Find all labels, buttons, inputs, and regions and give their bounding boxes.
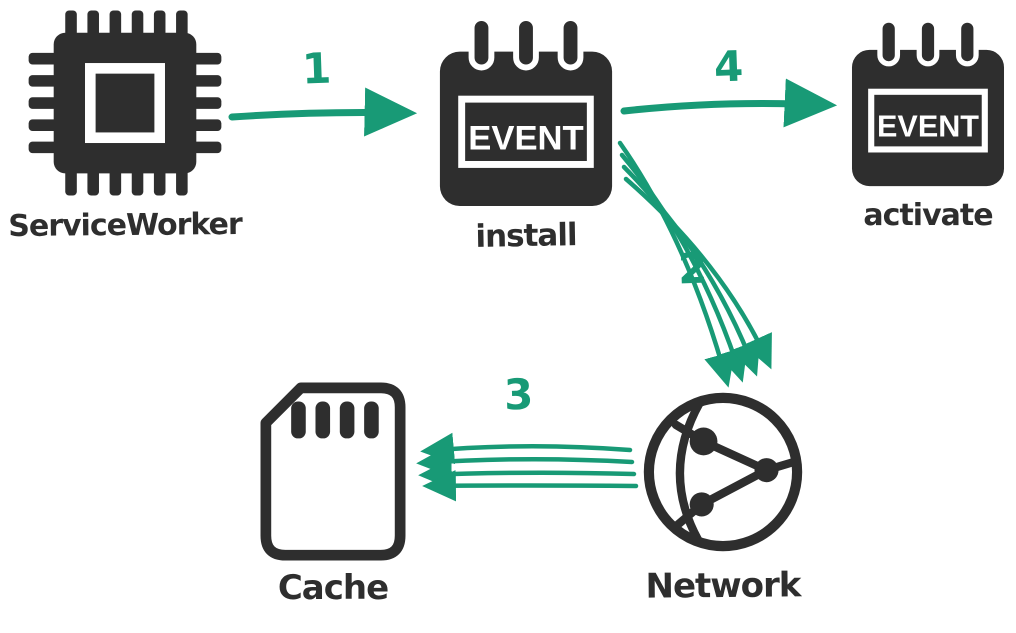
node-network: Network [632,384,814,607]
cpu-chip-icon [28,10,222,196]
node-cache: Cache [258,382,408,608]
node-install: EVENT install [428,14,624,255]
edge-label-1: 1 [301,43,333,94]
node-label-cache: Cache [277,568,389,608]
node-label-service-worker: ServiceWorker [8,206,242,245]
calendar-event-icon: EVENT [439,15,613,207]
node-label-install: install [475,217,577,255]
event-text: EVENT [877,109,979,143]
event-text: EVENT [468,120,583,158]
node-service-worker: ServiceWorker [8,6,242,245]
globe-network-icon [643,392,803,552]
edge-label-4: 4 [713,41,745,92]
edge-label-2: 2 [677,243,709,294]
calendar-event-icon: EVENT [851,17,1005,187]
edge-label-3: 3 [503,369,535,420]
node-label-network: Network [645,565,801,607]
arrow-4 [620,78,838,128]
arrow-1 [228,87,418,137]
sd-card-icon [260,382,406,561]
arrow-3 [416,432,639,502]
node-label-activate: activate [863,198,993,233]
node-activate: EVENT activate [842,16,1014,233]
